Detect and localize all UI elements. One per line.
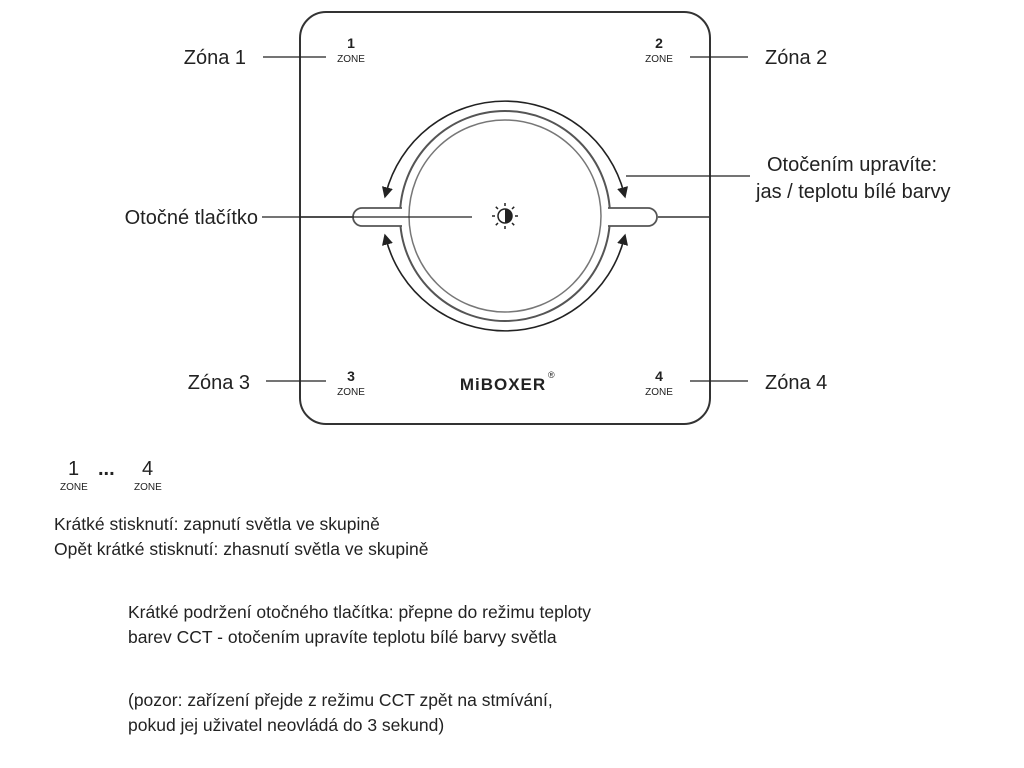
- zone-4-label: Zóna 4: [765, 372, 827, 394]
- instruction-hold-line2: barev CCT - otočením upravíte teplotu bí…: [128, 627, 557, 647]
- rotation-arrow-bottom: [382, 233, 628, 332]
- legend-last-zone: ZONE: [134, 482, 162, 493]
- instruction-short-press-again: Opět krátké stisknutí: zhasnutí světla v…: [54, 539, 429, 559]
- zone-3-marker[interactable]: 3 ZONE: [337, 368, 365, 398]
- legend-first-number: 1: [68, 458, 80, 480]
- zone-2-marker[interactable]: 2 ZONE: [645, 35, 673, 65]
- zone-range-legend: 1 ZONE ... 4 ZONE: [60, 458, 200, 498]
- svg-text:ZONE: ZONE: [645, 54, 673, 65]
- svg-text:ZONE: ZONE: [645, 387, 673, 398]
- device-diagram: 1 ZONE Zóna 1 2 ZONE Zóna 2 3 ZONE Zóna …: [125, 11, 951, 425]
- svg-text:ZONE: ZONE: [337, 54, 365, 65]
- legend-first-zone: ZONE: [60, 482, 88, 493]
- rotation-arrow-top: [382, 100, 628, 199]
- brand-registered: ®: [548, 370, 555, 380]
- legend-last-number: 4: [142, 458, 154, 480]
- instruction-short-press: Krátké stisknutí: zapnutí světla ve skup…: [54, 514, 380, 534]
- rotate-label-line1: Otočením upravíte:: [767, 154, 937, 176]
- instruction-note-line1: (pozor: zařízení přejde z režimu CCT zpě…: [128, 690, 553, 710]
- svg-text:4: 4: [655, 368, 663, 384]
- zone-4-marker[interactable]: 4 ZONE: [645, 368, 673, 398]
- brand-logo: MiBOXER: [460, 375, 546, 394]
- brightness-icon: [492, 203, 518, 229]
- zone-2-label: Zóna 2: [765, 47, 827, 69]
- legend-dots: ...: [98, 458, 115, 480]
- rotary-knob[interactable]: [352, 110, 658, 322]
- knob-label: Otočné tlačítko: [125, 207, 258, 229]
- svg-text:1: 1: [347, 35, 355, 51]
- svg-text:2: 2: [655, 35, 663, 51]
- instruction-hold-line1: Krátké podržení otočného tlačítka: přepn…: [128, 602, 592, 622]
- zone-1-label: Zóna 1: [184, 47, 246, 69]
- instruction-note-line2: pokud jej uživatel neovládá do 3 sekund): [128, 715, 445, 735]
- zone-3-label: Zóna 3: [188, 372, 250, 394]
- svg-text:ZONE: ZONE: [337, 387, 365, 398]
- rotate-label-line2: jas / teplotu bílé barvy: [755, 181, 951, 203]
- zone-1-marker[interactable]: 1 ZONE: [337, 35, 365, 65]
- svg-text:3: 3: [347, 368, 355, 384]
